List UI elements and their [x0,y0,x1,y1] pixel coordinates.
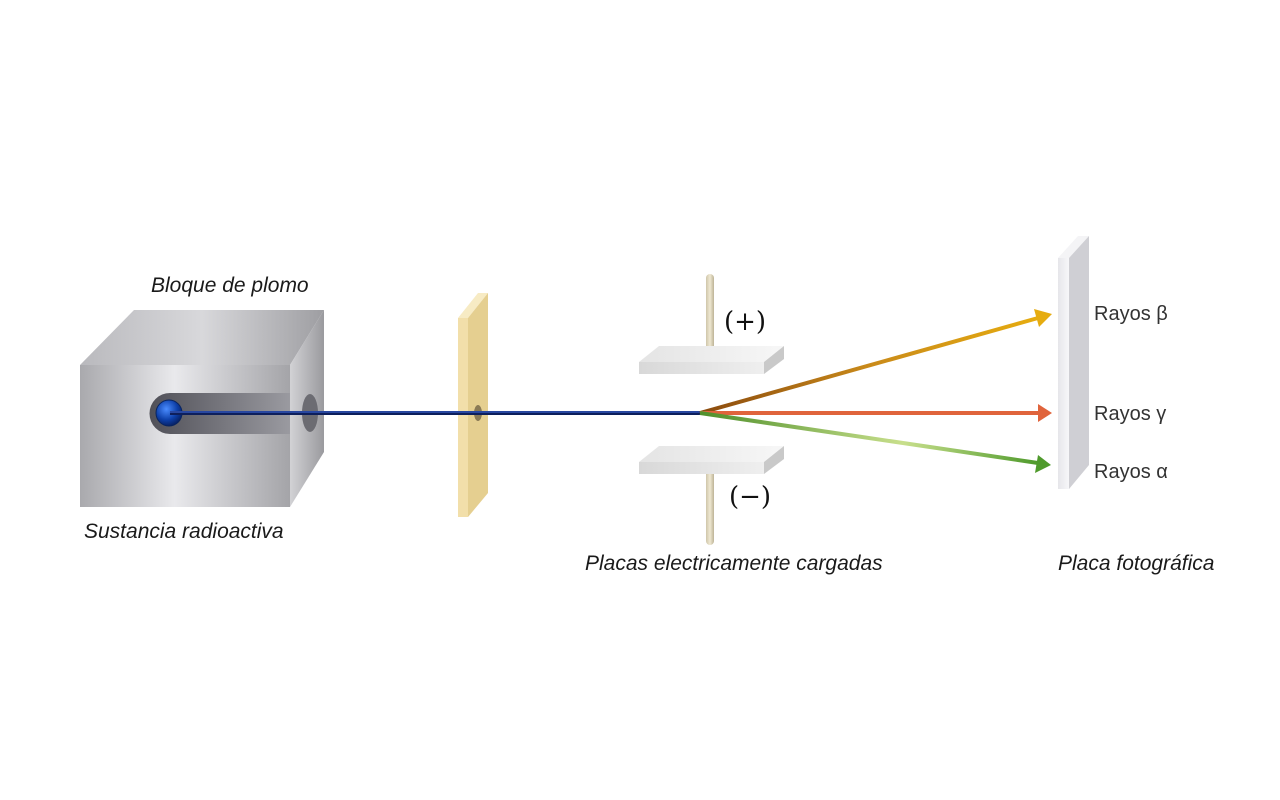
positive-plate [639,274,784,374]
negative-plate [639,446,784,545]
gamma-ray [700,404,1052,422]
label-beta-rays: Rayos β [1094,303,1168,325]
label-radioactive-substance: Sustancia radioactiva [84,520,284,543]
radiation-beam [170,411,700,415]
collimator-screen [458,293,488,517]
positive-sign: (+) [724,307,766,337]
label-gamma-rays: Rayos γ [1094,403,1166,425]
label-photographic-plate: Placa fotográfica [1058,552,1214,575]
alpha-ray [699,411,1051,473]
label-lead-block: Bloque de plomo [151,274,309,297]
lead-block [80,310,324,507]
beta-ray [699,309,1052,415]
label-alpha-rays: Rayos α [1094,461,1168,483]
label-charged-plates: Placas electricamente cargadas [585,552,883,575]
negative-sign: (−) [729,482,771,512]
photographic-plate [1058,236,1089,489]
